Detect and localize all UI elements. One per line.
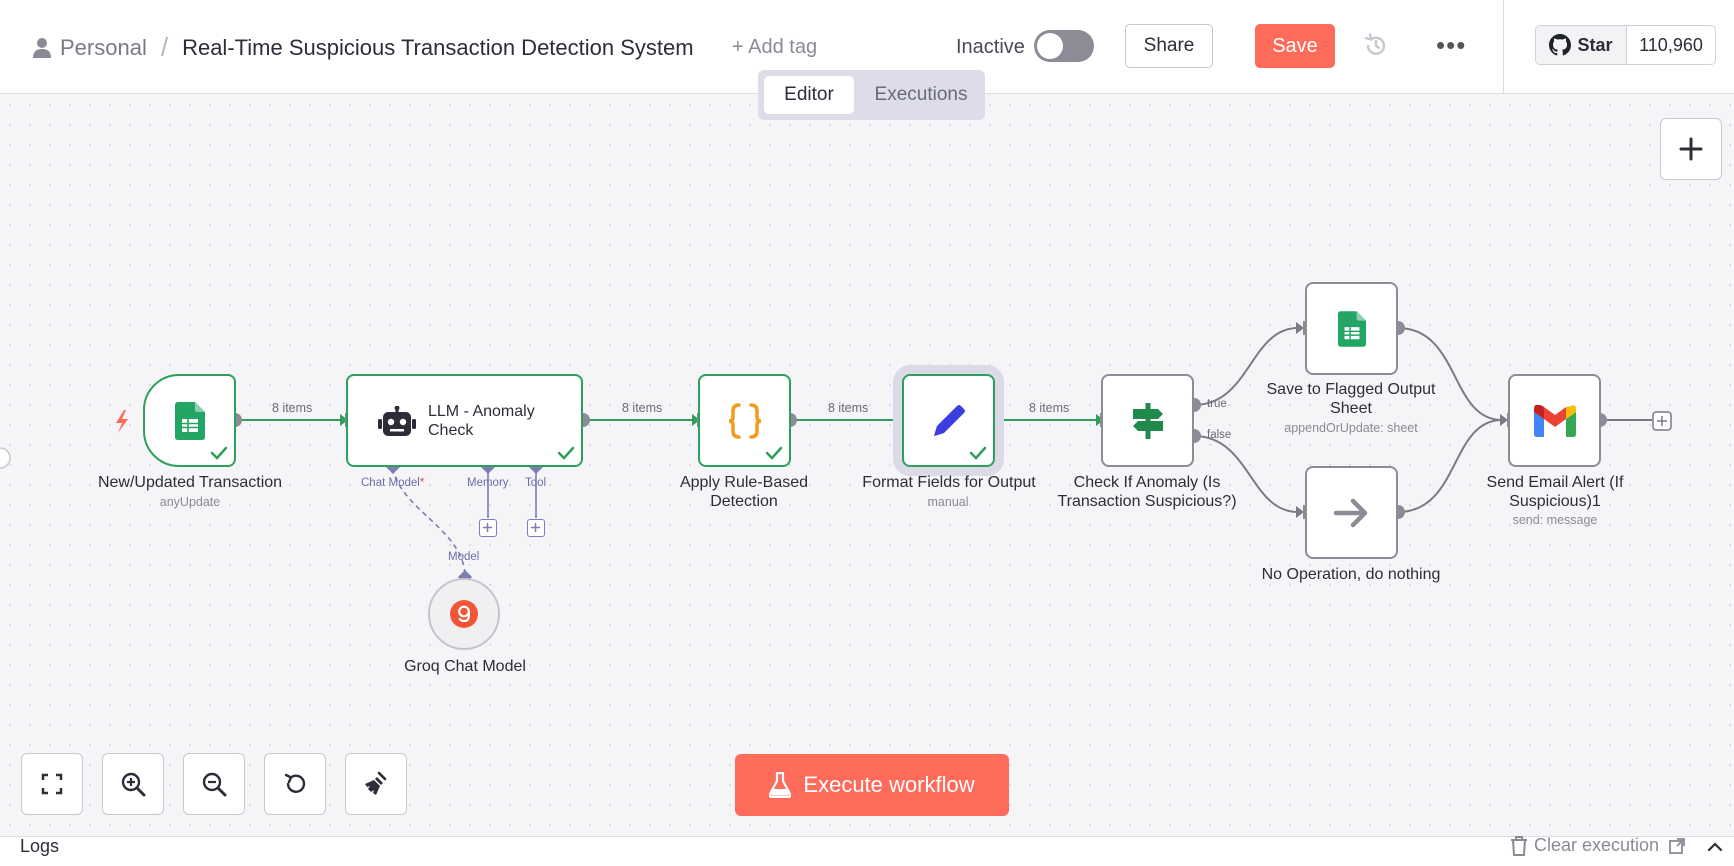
breadcrumb: Personal / Real-Time Suspicious Transact… — [32, 32, 694, 63]
add-node-button[interactable] — [1660, 118, 1722, 180]
popout-icon[interactable] — [1668, 837, 1686, 855]
node-label: Send Email Alert (If Suspicious)1 — [1486, 474, 1624, 510]
node-label: New/Updated Transaction — [97, 474, 283, 491]
node-label: Apply Rule-Based Detection — [679, 474, 809, 510]
success-check-icon — [765, 446, 783, 460]
node-subtitle: appendOrUpdate: sheet — [1284, 421, 1418, 435]
github-star-button[interactable]: Star — [1536, 26, 1627, 64]
required-marker: * — [419, 477, 425, 489]
groq-icon — [450, 600, 478, 628]
google-sheets-icon — [174, 401, 205, 440]
connection-count-label: 8 items — [622, 401, 663, 415]
robot-icon — [378, 406, 416, 436]
github-icon — [1549, 34, 1572, 56]
node-send-email-alert[interactable] — [1508, 374, 1601, 467]
node-no-operation[interactable] — [1305, 466, 1398, 559]
node-subtitle: anyUpdate — [159, 495, 221, 509]
view-tabs: Editor Executions — [758, 70, 985, 120]
gmail-icon — [1533, 404, 1576, 437]
plus-icon — [531, 523, 540, 532]
pencil-icon — [933, 404, 965, 436]
header-divider — [1503, 0, 1504, 94]
add-memory-button[interactable] — [479, 519, 497, 537]
zoom-out-icon — [202, 772, 227, 797]
fit-view-button[interactable] — [21, 753, 83, 815]
zoom-out-button[interactable] — [183, 753, 245, 815]
execute-workflow-label: Execute workflow — [803, 772, 975, 797]
active-toggle[interactable] — [1034, 30, 1094, 62]
tab-executions[interactable]: Executions — [874, 84, 968, 105]
more-options-icon[interactable]: ••• — [1436, 30, 1467, 60]
signpost-icon — [1132, 402, 1163, 439]
node-llm-anomaly-check[interactable]: LLM - Anomaly Check — [346, 374, 583, 467]
tidy-up-button[interactable] — [345, 753, 407, 815]
connection-count-label: 8 items — [272, 401, 313, 415]
node-new-updated-transaction[interactable] — [143, 374, 236, 467]
share-button[interactable]: Share — [1125, 24, 1213, 68]
success-check-icon — [969, 446, 987, 460]
node-subtitle: send: message — [1512, 513, 1598, 527]
clear-execution-button[interactable]: Clear execution — [1510, 835, 1659, 856]
status-label: Inactive — [956, 36, 1025, 58]
history-icon[interactable] — [1362, 32, 1390, 60]
arrow-right-icon — [1333, 498, 1367, 527]
node-label: No Operation, do nothing — [1261, 566, 1441, 583]
node-apply-rule-based-detection[interactable] — [698, 374, 791, 467]
code-braces-icon — [728, 402, 761, 439]
broom-icon — [365, 771, 387, 795]
node-label: Save to Flagged Output Sheet — [1266, 381, 1436, 417]
trash-icon — [1511, 835, 1527, 856]
connection-count-label: 8 items — [828, 401, 869, 415]
plus-icon — [1679, 137, 1703, 161]
node-label: Check If Anomaly (Is Transaction Suspici… — [1057, 474, 1237, 510]
success-check-icon — [557, 446, 575, 460]
github-star-count[interactable]: 110,960 — [1639, 34, 1703, 55]
save-button[interactable]: Save — [1255, 24, 1335, 68]
branch-false-label: false — [1207, 429, 1232, 441]
toggle-knob — [1037, 33, 1063, 59]
github-star-widget[interactable]: Star 110,960 — [1535, 25, 1716, 65]
node-check-if-anomaly[interactable] — [1101, 374, 1194, 467]
fit-view-icon — [41, 773, 63, 795]
undo-icon — [284, 773, 306, 793]
node-groq-chat-model[interactable] — [428, 578, 500, 650]
add-tag-button[interactable]: + Add tag — [732, 36, 818, 58]
node-subtitle: manual — [927, 495, 969, 509]
chevron-up-icon[interactable] — [1706, 839, 1724, 853]
connection-count-label: 8 items — [1029, 401, 1070, 415]
tab-editor[interactable]: Editor — [764, 76, 854, 114]
logs-title: Logs — [20, 836, 60, 856]
google-sheets-icon — [1337, 310, 1366, 347]
breadcrumb-personal[interactable]: Personal — [60, 34, 147, 60]
zoom-in-icon — [121, 772, 146, 797]
branch-true-label: true — [1207, 398, 1227, 410]
port-chat-model-label: Chat Model* — [361, 477, 425, 489]
node-label: Groq Chat Model — [404, 658, 526, 675]
zoom-in-button[interactable] — [102, 753, 164, 815]
person-icon — [33, 37, 51, 58]
node-format-fields-for-output[interactable] — [902, 374, 995, 467]
workflow-title[interactable]: Real-Time Suspicious Transaction Detecti… — [182, 34, 694, 60]
reset-zoom-button[interactable] — [264, 753, 326, 815]
port-model-label: Model — [448, 551, 480, 563]
execute-workflow-button[interactable]: Execute workflow — [735, 754, 1009, 816]
workflow-canvas[interactable] — [0, 95, 1734, 836]
breadcrumb-separator: / — [160, 32, 169, 62]
node-label: Format Fields for Output — [862, 474, 1036, 491]
port-tool-label: Tool — [525, 477, 547, 489]
github-star-label: Star — [1577, 34, 1613, 55]
logs-panel[interactable]: Logs Clear execution — [0, 835, 1734, 866]
plus-icon — [483, 523, 492, 532]
node-label: LLM - Anomaly Check — [428, 403, 535, 439]
clear-execution-label: Clear execution — [1534, 835, 1660, 855]
success-check-icon — [210, 446, 228, 460]
port-memory-label: Memory — [467, 477, 509, 489]
add-tool-button[interactable] — [527, 519, 545, 537]
node-save-to-flagged-output-sheet[interactable] — [1305, 282, 1398, 375]
flask-icon — [769, 772, 792, 798]
